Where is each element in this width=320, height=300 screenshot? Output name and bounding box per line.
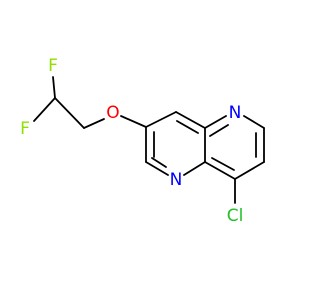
atom-o-label: O [106, 103, 119, 123]
atom-n2-label: N [170, 170, 183, 190]
atom-labels: F F O N N Cl [20, 56, 243, 226]
bond-c3r-c4r [234, 161, 265, 180]
bond-f1-c [52, 76, 56, 99]
bond-c4-c4a [175, 111, 206, 129]
bond-c3-c4 [145, 111, 177, 128]
molecule-canvas: F F O N N Cl [20, 56, 265, 226]
bonds [33, 76, 265, 204]
atom-f2-label: F [20, 119, 30, 139]
atom-n1-label: N [229, 103, 242, 123]
atom-f1-label: F [48, 56, 58, 76]
bond-c-f2 [33, 97, 56, 122]
bond-c4a-n1-double [209, 124, 229, 137]
bond-c4r-c8a-double [211, 157, 235, 171]
bond-c8a-n5 [183, 161, 206, 176]
bond-n5-c2 [145, 161, 169, 176]
bond-c4r-c8a [204, 161, 236, 180]
bond-o-c3 [120, 115, 147, 128]
bond-c4-c4a-double [176, 120, 199, 134]
bond-c4a-n1 [204, 115, 227, 129]
bond-ch2-o [83, 118, 105, 129]
bond-n1-c2r [243, 115, 265, 129]
atom-cl-label: Cl [227, 206, 244, 226]
molecule-structure: F F O N N Cl [20, 56, 265, 226]
bond-n5-c2-double [151, 157, 167, 168]
bond-chf2-ch2 [54, 97, 85, 129]
